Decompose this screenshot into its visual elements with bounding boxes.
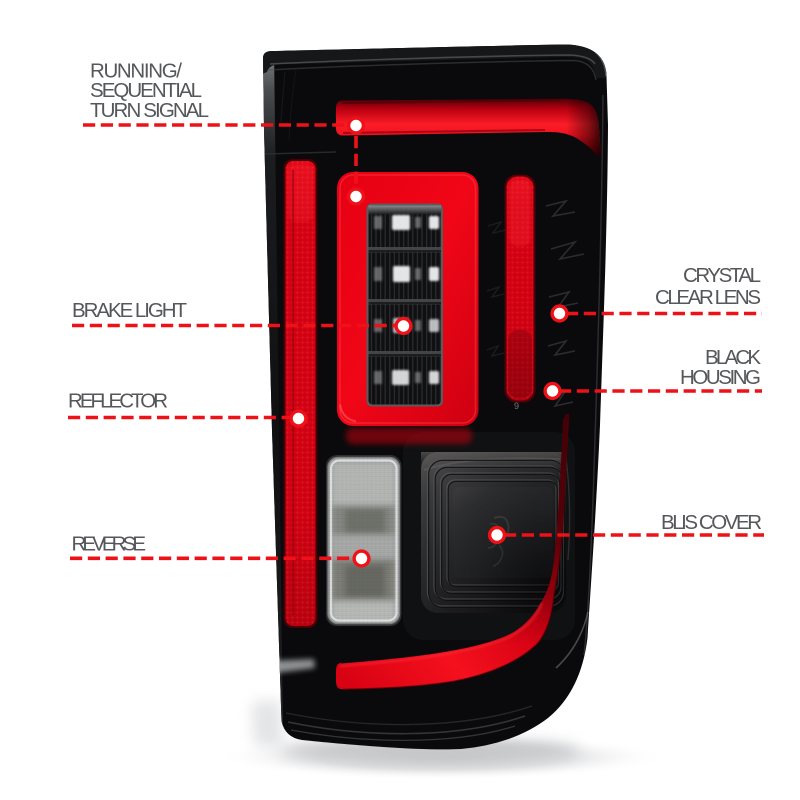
svg-text:CLEAR LENS: CLEAR LENS xyxy=(655,286,761,309)
svg-text:REFLECTOR: REFLECTOR xyxy=(68,390,168,413)
svg-text:RUNNING/: RUNNING/ xyxy=(90,60,182,83)
svg-text:HOUSING: HOUSING xyxy=(680,366,761,389)
svg-text:9: 9 xyxy=(514,401,519,411)
svg-text:REVERSE: REVERSE xyxy=(72,533,147,556)
svg-text:TURN SIGNAL: TURN SIGNAL xyxy=(90,99,209,122)
svg-text:BLIS COVER: BLIS COVER xyxy=(661,511,762,534)
svg-text:SEQUENTIAL: SEQUENTIAL xyxy=(90,79,202,102)
svg-text:CRYSTAL: CRYSTAL xyxy=(683,264,761,287)
svg-text:BRAKE LIGHT: BRAKE LIGHT xyxy=(72,299,187,322)
svg-text:BLACK: BLACK xyxy=(705,346,761,369)
